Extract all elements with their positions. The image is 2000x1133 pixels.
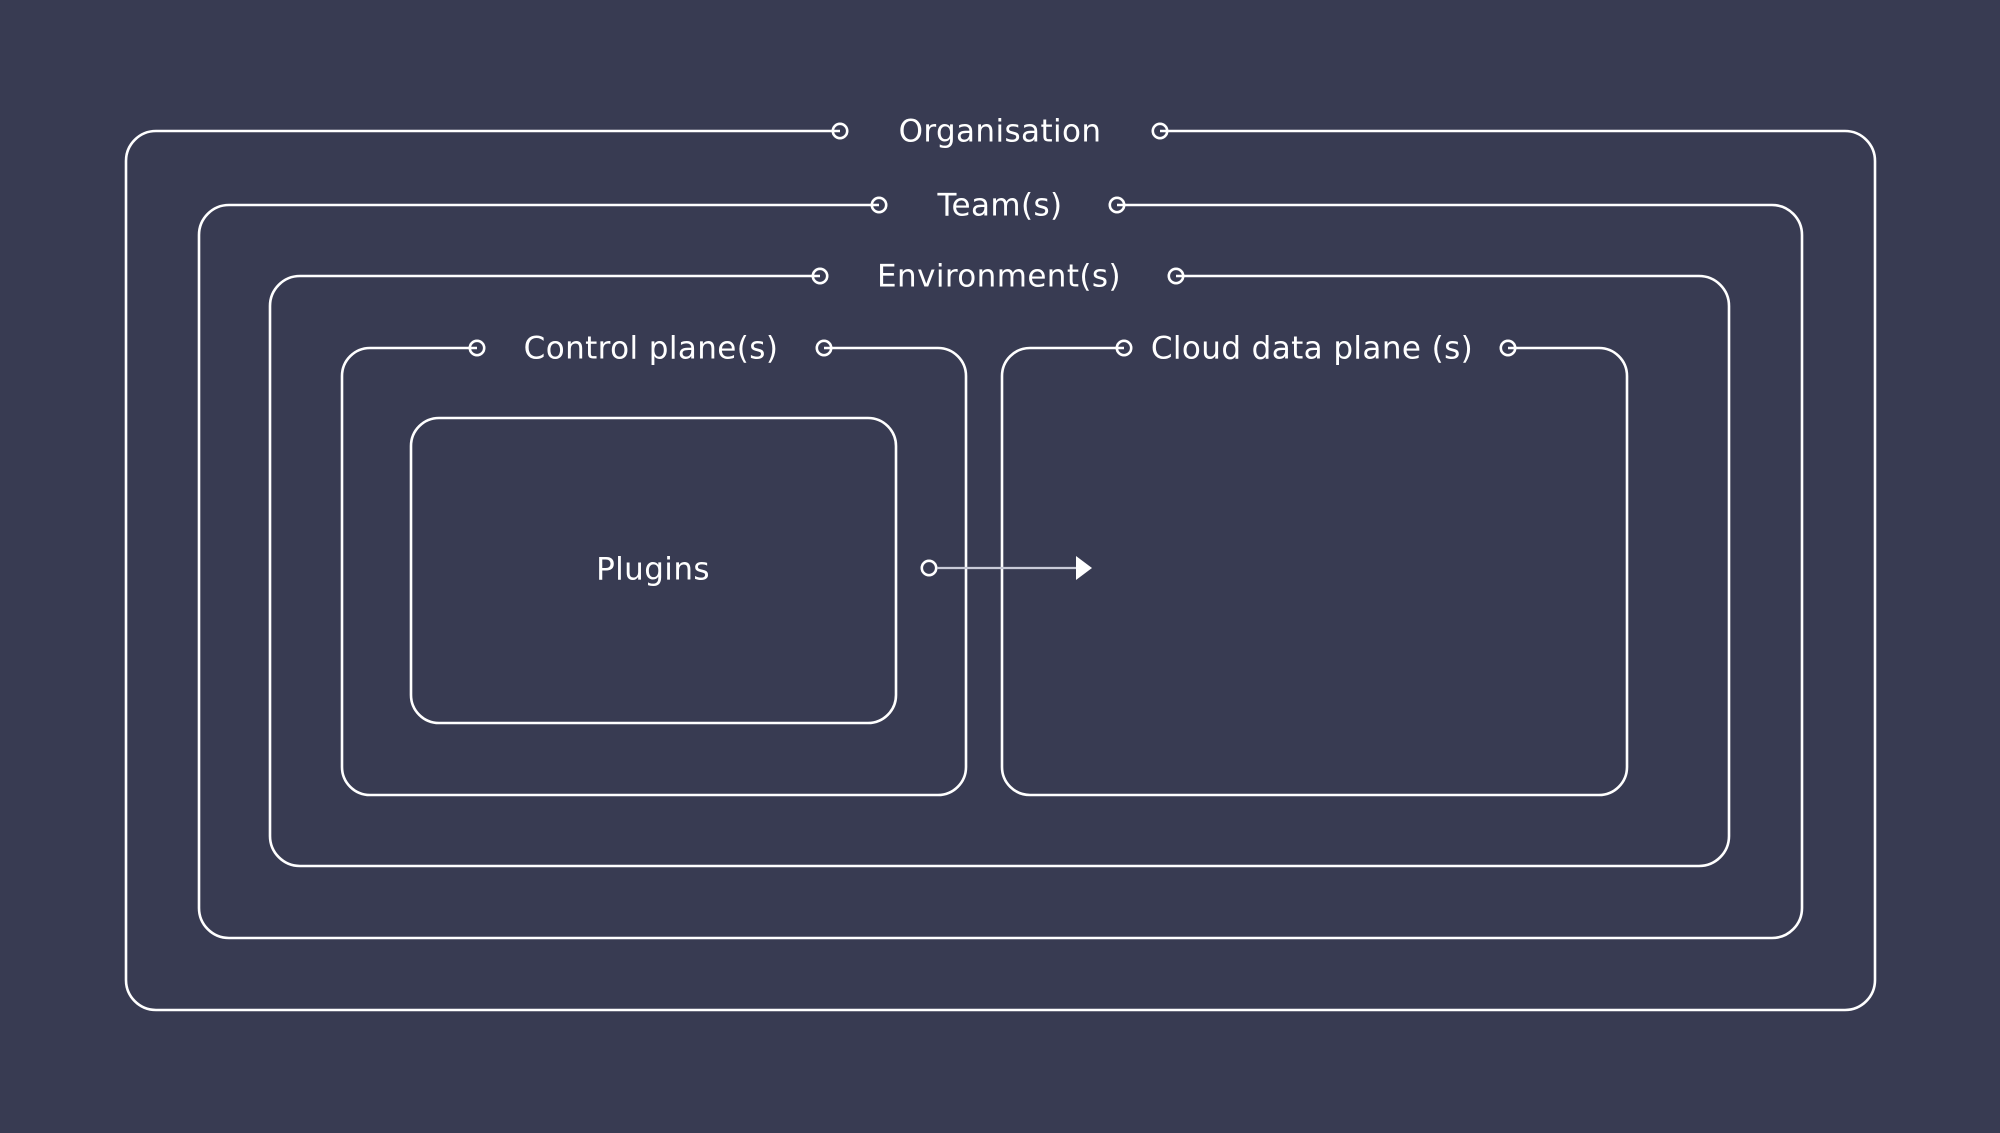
box-control-plane[interactable] [340, 339, 968, 797]
label-plugins: Plugins [596, 551, 710, 588]
label-team: Team(s) [937, 187, 1063, 224]
connector-dot-team-right [1108, 196, 1126, 214]
flow-arrow-head-icon [1076, 556, 1092, 580]
box-team[interactable] [197, 196, 1804, 940]
connector-dot-control-plane-right [815, 339, 833, 357]
connector-dot-plugins-out [920, 559, 938, 577]
label-organisation: Organisation [898, 113, 1102, 150]
connector-dot-control-plane-left [468, 339, 486, 357]
connector-dot-environment-right [1167, 267, 1185, 285]
box-organisation[interactable] [124, 122, 1877, 1012]
connector-dot-cloud-data-plane-right [1499, 339, 1517, 357]
label-environment: Environment(s) [877, 258, 1121, 295]
connector-dot-organisation-left [831, 122, 849, 140]
label-control-plane: Control plane(s) [523, 330, 779, 367]
box-environment[interactable] [268, 267, 1731, 868]
box-cloud-data-plane[interactable] [1000, 339, 1629, 797]
label-cloud-data-plane: Cloud data plane (s) [1150, 330, 1474, 367]
connector-dot-cloud-data-plane-left [1115, 339, 1133, 357]
connector-dot-team-left [870, 196, 888, 214]
connector-dot-environment-left [811, 267, 829, 285]
connection-plugins-to-cloud-data-plane[interactable] [920, 556, 1092, 580]
connector-dot-organisation-right [1151, 122, 1169, 140]
box-plugins[interactable] [409, 416, 898, 725]
